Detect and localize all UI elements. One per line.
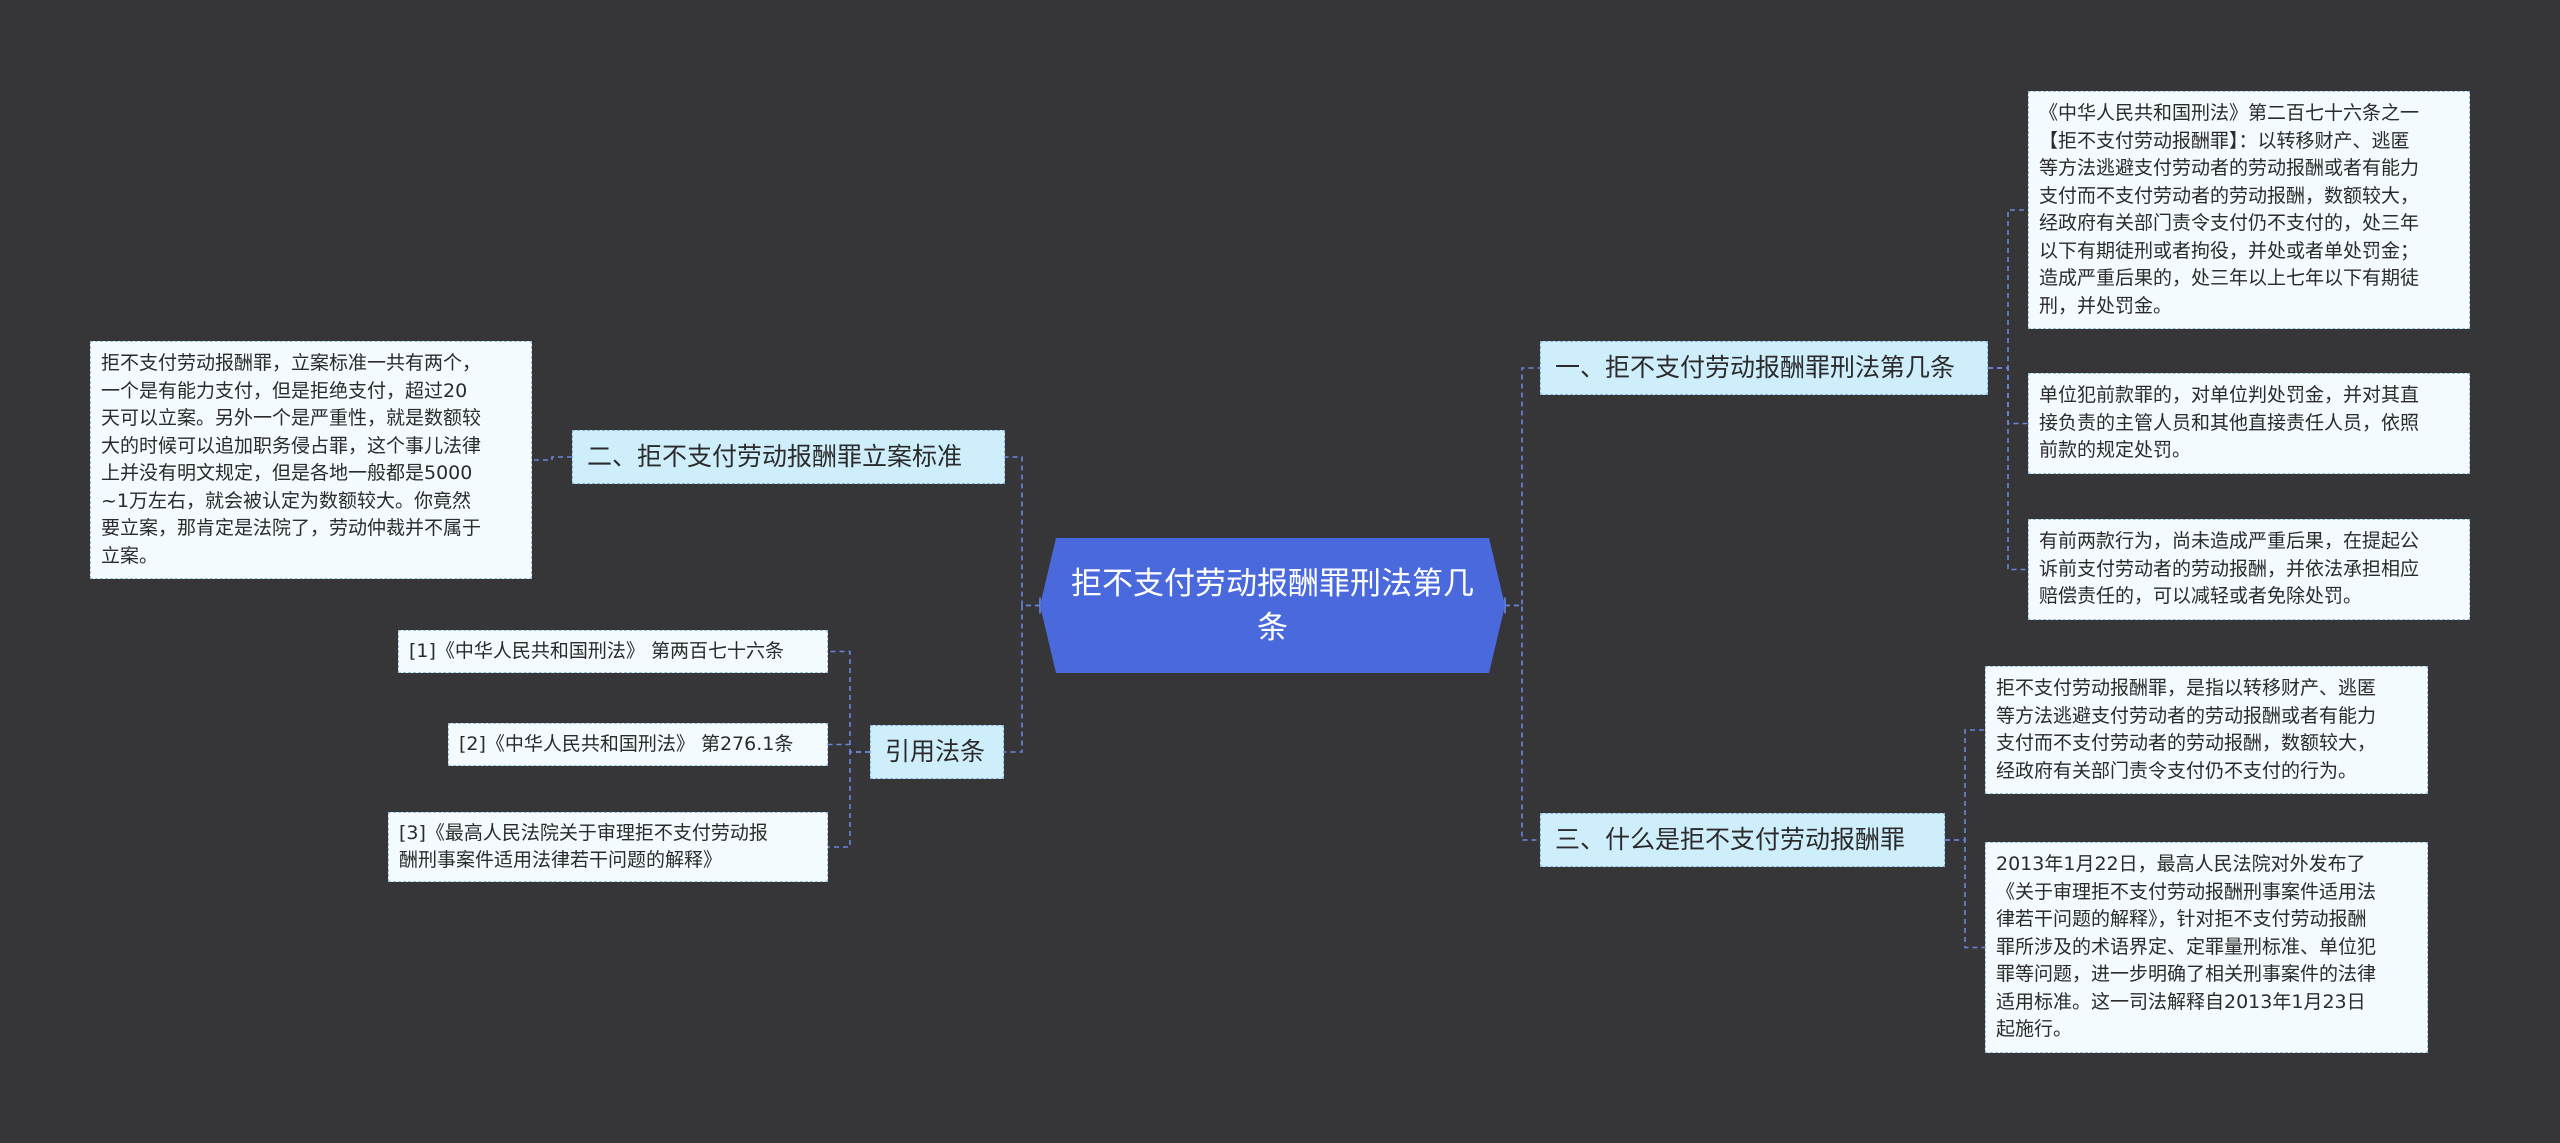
branch-label: 引用法条 <box>885 737 986 766</box>
branch-cited-laws[interactable]: 引用法条 <box>870 725 1004 779</box>
branch-criminal-law-article[interactable]: 一、拒不支付劳动报酬罪刑法第几条 <box>1540 341 1988 395</box>
connector-b2-leaf <box>532 456 572 461</box>
leaf-judicial-interpretation-text: 2013年1月22日，最高人民法院对外发布了 《关于审理拒不支付劳动报酬刑事案件… <box>1985 842 2428 1053</box>
citation-item[interactable]: [1]《中华人民共和国刑法》 第两百七十六条 <box>398 630 828 673</box>
connector-center-b1 <box>1505 367 1540 607</box>
connector-center-b3 <box>1505 604 1540 841</box>
connector-center-b4 <box>1004 604 1040 753</box>
central-topic-label: 拒不支付劳动报酬罪刑法第几条 <box>1071 565 1474 646</box>
connector-b1-leaf <box>1988 367 2028 571</box>
branch-filing-standard[interactable]: 二、拒不支付劳动报酬罪立案标准 <box>572 430 1005 484</box>
branch-label: 二、拒不支付劳动报酬罪立案标准 <box>587 442 963 471</box>
leaf-mitigation-text: 有前两款行为，尚未造成严重后果，在提起公 诉前支付劳动者的劳动报酬，并依法承担相… <box>2028 519 2470 620</box>
branch-label: 一、拒不支付劳动报酬罪刑法第几条 <box>1555 353 1956 382</box>
connector-center-b2 <box>1005 456 1040 607</box>
central-topic[interactable]: 拒不支付劳动报酬罪刑法第几条 <box>1040 538 1505 673</box>
connector-b4-citation <box>828 743 870 753</box>
connector-b3-leaf <box>1945 729 1985 841</box>
branch-definition[interactable]: 三、什么是拒不支付劳动报酬罪 <box>1540 813 1945 867</box>
connector-b3-leaf <box>1945 839 1985 949</box>
leaf-filing-standard-text: 拒不支付劳动报酬罪，立案标准一共有两个， 一个是有能力支付，但是拒绝支付，超过2… <box>90 341 532 579</box>
citation-item[interactable]: [2]《中华人民共和国刑法》 第276.1条 <box>448 723 828 766</box>
connector-b4-citation <box>828 751 870 848</box>
citation-item[interactable]: [3]《最高人民法院关于审理拒不支付劳动报 酬刑事案件适用法律若干问题的解释》 <box>388 812 828 882</box>
connector-b4-citation <box>828 650 870 753</box>
leaf-definition-text: 拒不支付劳动报酬罪，是指以转移财产、逃匿 等方法逃避支付劳动者的劳动报酬或者有能… <box>1985 666 2428 794</box>
leaf-article-276-text: 《中华人民共和国刑法》第二百七十六条之一 【拒不支付劳动报酬罪】：以转移财产、逃… <box>2028 91 2470 329</box>
connector-b1-leaf <box>1988 209 2028 369</box>
leaf-unit-crime-text: 单位犯前款罪的，对单位判处罚金，并对其直 接负责的主管人员和其他直接责任人员，依… <box>2028 373 2470 474</box>
branch-label: 三、什么是拒不支付劳动报酬罪 <box>1555 825 1906 854</box>
